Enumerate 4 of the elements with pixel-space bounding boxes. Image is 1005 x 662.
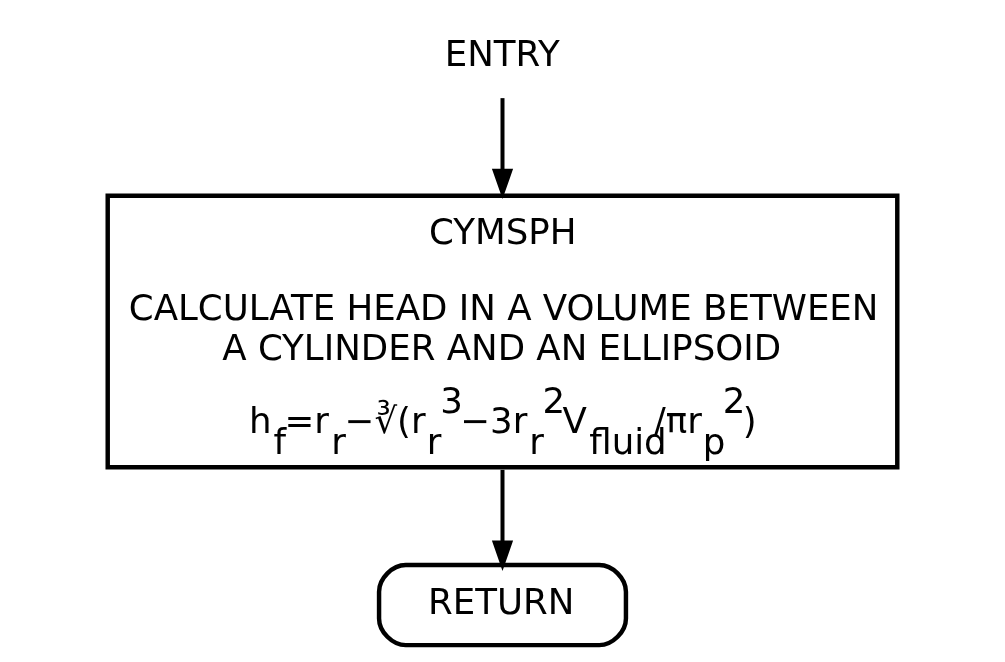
arrow	[491, 97, 514, 199]
node-text: ENTRY	[444, 32, 560, 74]
arrow	[491, 469, 514, 571]
node-box: RETURN	[376, 562, 629, 647]
